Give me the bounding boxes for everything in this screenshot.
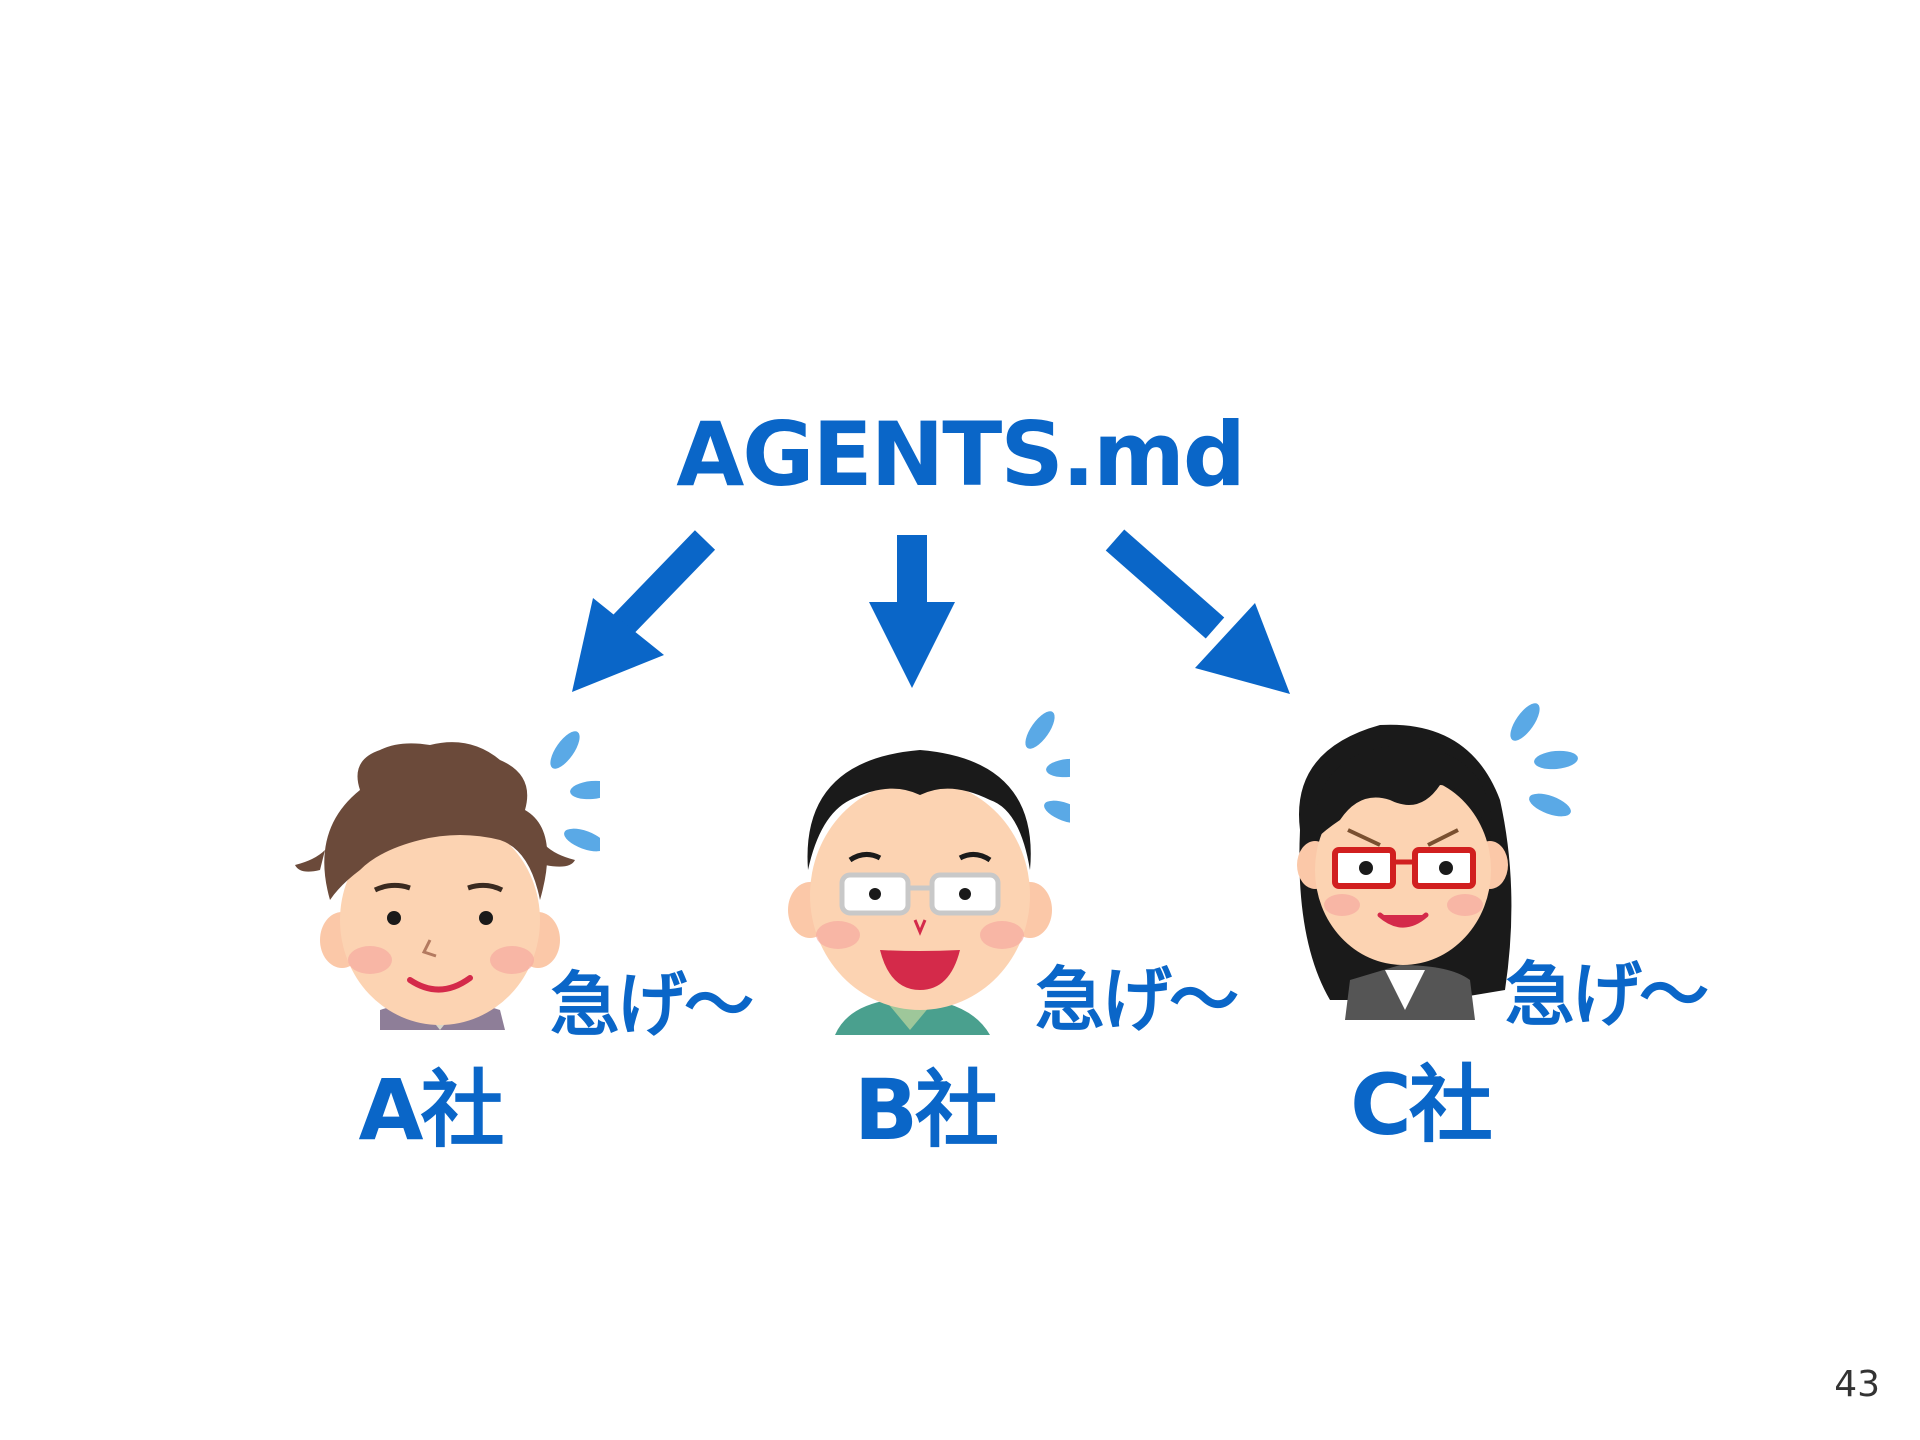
speech-text-c: 急げ〜 bbox=[1505, 954, 1709, 1036]
speech-text-a: 急げ〜 bbox=[550, 964, 754, 1046]
arrow-center-icon bbox=[869, 535, 955, 688]
brown-hair-man-avatar-icon bbox=[280, 700, 600, 1040]
sweat-drops-icon bbox=[1025, 711, 1070, 824]
company-label-b: B社 bbox=[853, 1061, 999, 1159]
glasses-woman-avatar-icon bbox=[1270, 690, 1590, 1030]
page-number: 43 bbox=[1834, 1364, 1880, 1405]
speech-text-b: 急げ〜 bbox=[1035, 959, 1239, 1041]
arrow-right-icon bbox=[1105, 529, 1290, 694]
sweat-drops-icon bbox=[550, 731, 600, 852]
sweat-drops-icon bbox=[1510, 703, 1578, 817]
company-label-a: A社 bbox=[358, 1061, 504, 1159]
arrow-left-icon bbox=[572, 530, 716, 692]
diagram-title: AGENTS.md bbox=[676, 403, 1246, 506]
company-label-c: C社 bbox=[1350, 1056, 1493, 1154]
glasses-man-avatar-icon bbox=[750, 700, 1070, 1040]
